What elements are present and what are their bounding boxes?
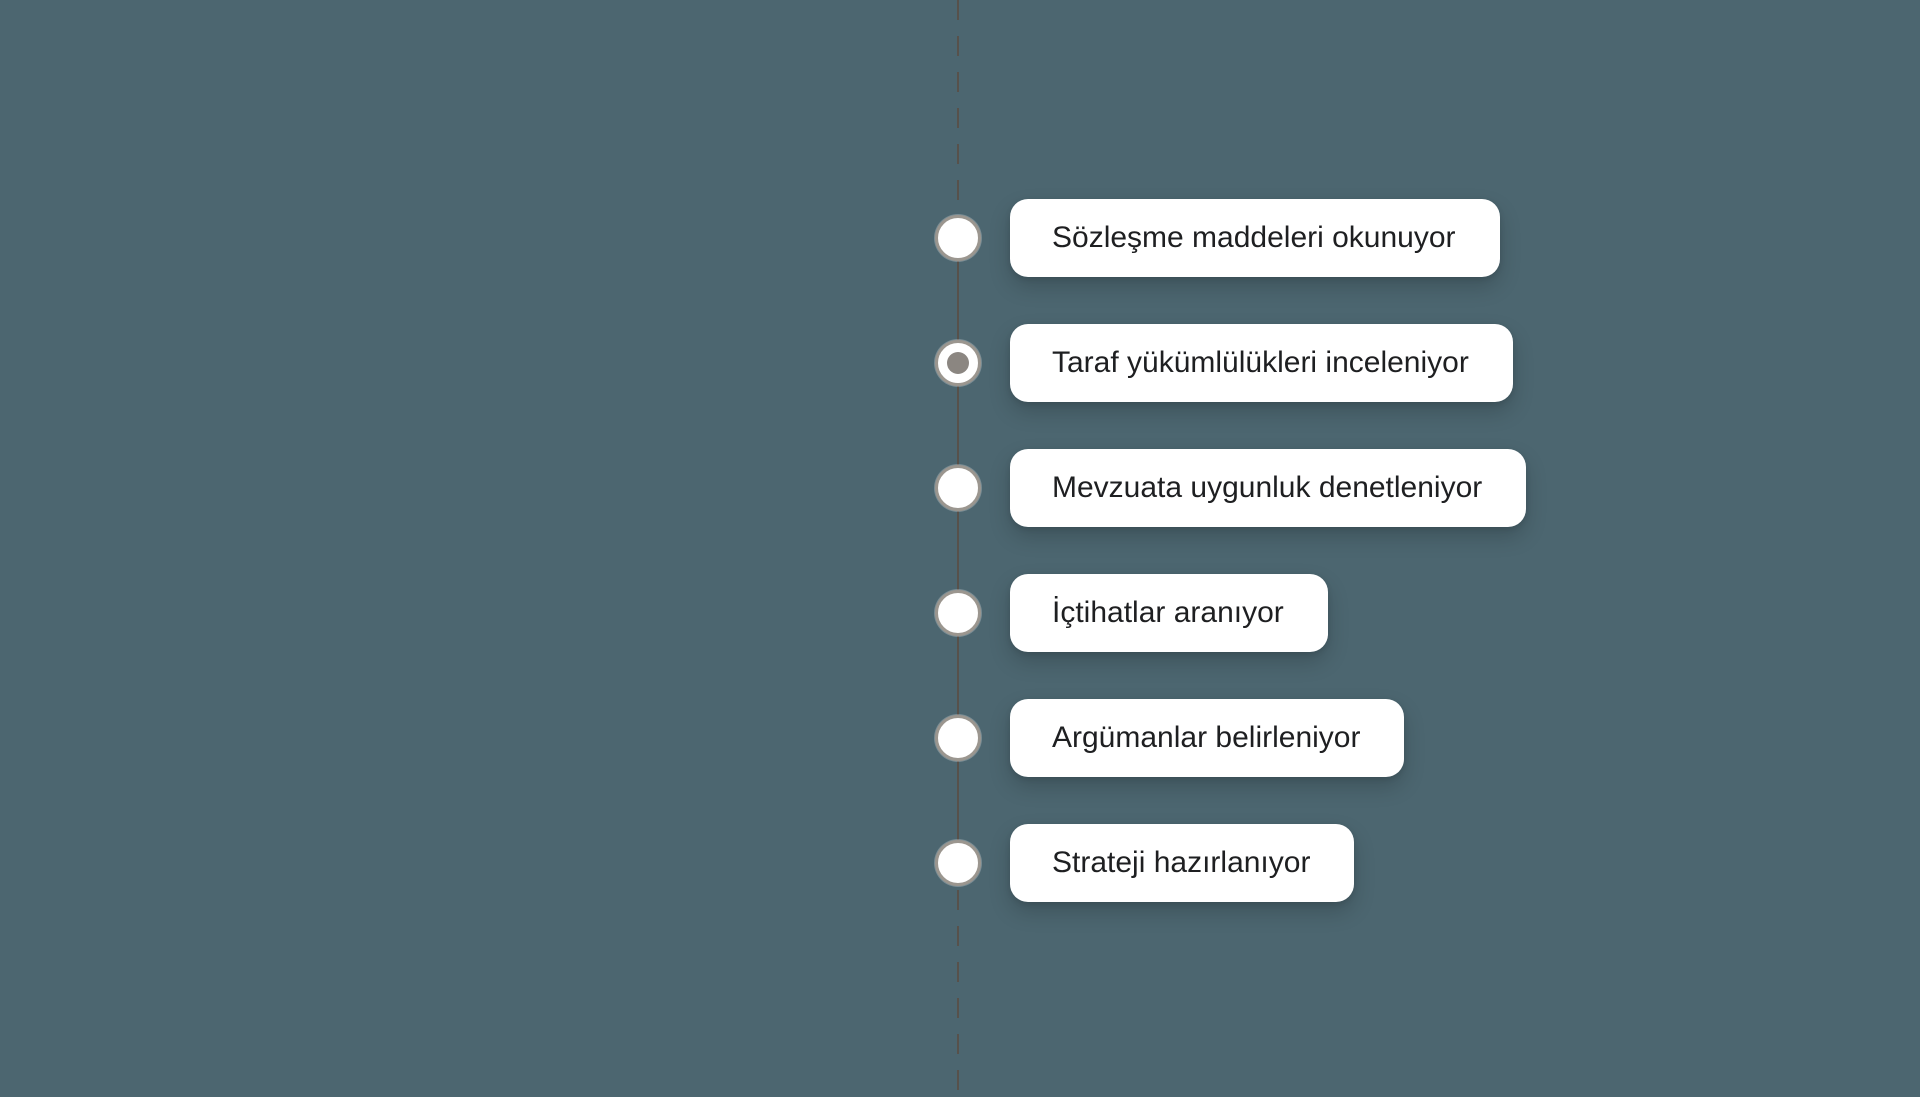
timeline-line-dashed-bottom — [957, 890, 959, 1097]
step-label: Sözleşme maddeleri okunuyor — [1052, 221, 1456, 254]
step-node-circle — [935, 340, 981, 386]
timeline-step: İçtihatlar aranıyor — [935, 574, 1526, 652]
timeline-step: Taraf yükümlülükleri inceleniyor — [935, 324, 1526, 402]
timeline-line-solid — [957, 215, 959, 886]
timeline-step: Mevzuata uygunluk denetleniyor — [935, 449, 1527, 527]
step-node-circle — [935, 590, 981, 636]
step-card: Taraf yükümlülükleri inceleniyor — [1010, 324, 1513, 402]
step-label: Strateji hazırlanıyor — [1052, 846, 1311, 879]
step-node-circle — [935, 215, 981, 261]
step-card: Sözleşme maddeleri okunuyor — [1010, 199, 1500, 277]
step-card: Mevzuata uygunluk denetleniyor — [1010, 449, 1527, 527]
step-label: İçtihatlar aranıyor — [1052, 596, 1284, 629]
progress-timeline: Sözleşme maddeleri okunuyor Taraf yüküml… — [935, 199, 1527, 902]
step-active-dot — [947, 352, 969, 374]
timeline-step: Strateji hazırlanıyor — [935, 824, 1526, 902]
step-card: İçtihatlar aranıyor — [1010, 574, 1328, 652]
step-label: Argümanlar belirleniyor — [1052, 721, 1361, 754]
step-node-circle — [935, 840, 981, 886]
timeline-step: Sözleşme maddeleri okunuyor — [935, 199, 1526, 277]
step-card: Strateji hazırlanıyor — [1010, 824, 1355, 902]
step-label: Mevzuata uygunluk denetleniyor — [1052, 471, 1483, 504]
step-node-circle — [935, 465, 981, 511]
timeline-step: Argümanlar belirleniyor — [935, 699, 1526, 777]
step-node-circle — [935, 715, 981, 761]
step-label: Taraf yükümlülükleri inceleniyor — [1052, 346, 1469, 379]
timeline-line-dashed-top — [957, 0, 959, 215]
step-card: Argümanlar belirleniyor — [1010, 699, 1405, 777]
